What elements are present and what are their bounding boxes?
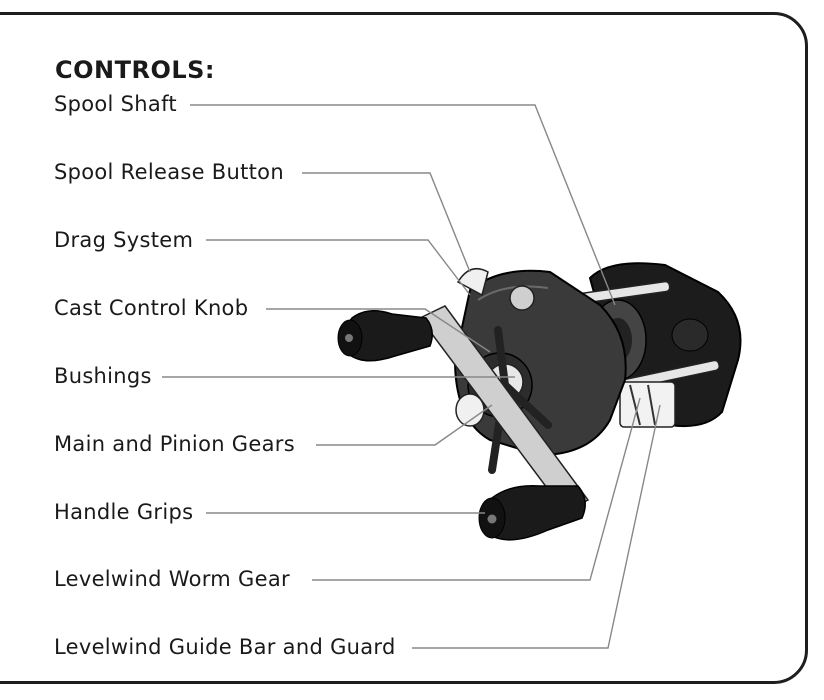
label-handle-grips: Handle Grips (54, 500, 194, 524)
leader-levelwind-worm-gear (312, 397, 641, 581)
leader-main-and-pinion-gears (316, 404, 493, 446)
baitcasting-reel-icon (337, 262, 742, 541)
controls-heading: CONTROLS: (55, 56, 216, 84)
label-spool-shaft: Spool Shaft (54, 92, 177, 116)
label-drag-system: Drag System (54, 228, 194, 252)
label-bushings: Bushings (54, 364, 152, 388)
label-cast-control-knob: Cast Control Knob (54, 296, 249, 320)
label-spool-release-button: Spool Release Button (54, 160, 284, 184)
leader-drag-system (206, 239, 471, 296)
handle-grip-bottom (478, 485, 586, 541)
handle-grip-top (337, 310, 433, 362)
leader-cast-control-knob (266, 308, 491, 353)
label-levelwind-worm-gear: Levelwind Worm Gear (54, 567, 290, 591)
label-main-and-pinion-gears: Main and Pinion Gears (54, 432, 295, 456)
label-levelwind-guide-bar-and-guard: Levelwind Guide Bar and Guard (54, 635, 396, 659)
leader-spool-shaft (190, 104, 616, 306)
leader-lines (162, 104, 661, 649)
leader-levelwind-guide-bar-and-guard (412, 404, 661, 649)
leader-spool-release-button (302, 172, 471, 273)
